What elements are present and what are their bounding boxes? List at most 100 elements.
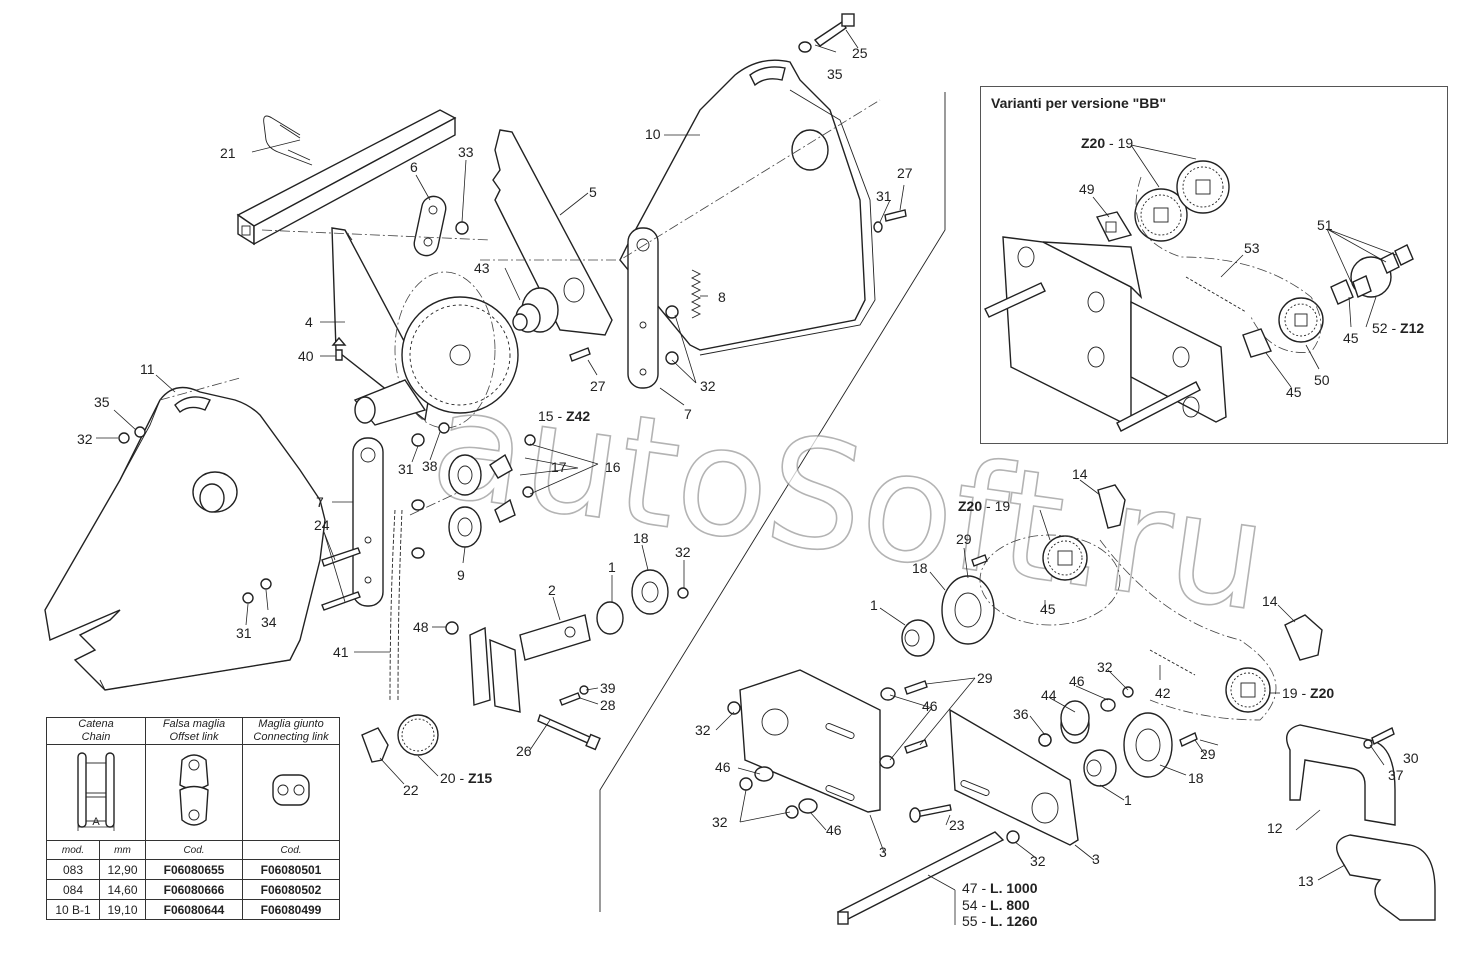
label-42: 42	[1155, 685, 1171, 701]
label-8: 8	[718, 289, 726, 305]
label-7a: 7	[684, 406, 692, 422]
bb-label-51: 51	[1317, 217, 1333, 233]
label-31c: 31	[236, 625, 252, 641]
label-3b: 3	[1092, 851, 1100, 867]
bb-label-53: 53	[1244, 240, 1260, 256]
label-1b: 1	[870, 597, 878, 613]
label-39: 39	[600, 680, 616, 696]
label-25: 25	[852, 45, 868, 61]
label-32e: 32	[695, 722, 711, 738]
chain-guide-22	[361, 727, 389, 763]
screw-30	[1371, 727, 1395, 745]
bracket-2	[469, 614, 591, 713]
table-row: 10 B-1 19,10 F06080644 F06080499	[46, 899, 340, 920]
link-plate-7-lower	[321, 437, 384, 611]
label-27b: 27	[590, 378, 606, 394]
label-32d: 32	[1097, 659, 1113, 675]
label-24: 24	[314, 517, 330, 533]
label-26: 26	[516, 743, 532, 759]
label-4: 4	[305, 314, 313, 330]
square-beam	[236, 109, 457, 246]
u-bolt	[263, 115, 313, 166]
label-44: 44	[1041, 687, 1057, 703]
bb-variants-panel: Varianti per versione "BB"	[980, 86, 1448, 444]
label-46d: 46	[826, 822, 842, 838]
label-16: 16	[605, 459, 621, 475]
label-13: 13	[1298, 873, 1314, 889]
label-5: 5	[589, 184, 597, 200]
nut-32a	[665, 305, 679, 319]
label-19-lower: 19 - Z20	[1282, 685, 1334, 701]
label-32c: 32	[675, 544, 691, 560]
bearing-flange-upper	[596, 569, 669, 635]
label-27: 27	[897, 165, 913, 181]
offset-link-illustration	[145, 744, 243, 841]
table-row: 083 12,90 F06080655 F06080501	[46, 859, 340, 880]
bb-variants-title: Varianti per versione "BB"	[991, 95, 1167, 111]
nut-32b	[665, 351, 679, 365]
roller-chain-41	[389, 509, 403, 701]
label-32a: 32	[700, 378, 716, 394]
label-41: 41	[333, 644, 349, 660]
dimension-a: A	[92, 816, 100, 828]
label-46c: 46	[715, 759, 731, 775]
label-35b: 35	[94, 394, 110, 410]
bb-variants-drawing: Z20 - 19 49 53 51 45 52 - Z12 50 45	[984, 135, 1424, 432]
label-18b: 18	[912, 560, 928, 576]
label-45: 45	[1040, 601, 1056, 617]
label-19-upper: Z20 - 19	[958, 498, 1010, 514]
chain-guide-14-lower	[1284, 614, 1323, 661]
label-7b: 7	[316, 494, 324, 510]
label-17: 17	[551, 459, 567, 475]
bolt-26	[537, 714, 593, 745]
chain-illustration: A	[46, 744, 146, 841]
label-9: 9	[457, 567, 465, 583]
label-32h: 32	[1030, 853, 1046, 869]
bolt-28	[559, 692, 581, 706]
bolt-27	[569, 347, 591, 362]
grease-nipple	[331, 336, 347, 361]
label-11: 11	[140, 361, 155, 377]
label-34: 34	[261, 614, 277, 630]
tensioner-rollers	[448, 453, 516, 548]
side-plate-3-right	[949, 708, 1079, 846]
label-40: 40	[298, 348, 314, 364]
sprocket-z42	[394, 271, 519, 429]
label-38: 38	[422, 458, 438, 474]
label-33: 33	[458, 144, 474, 160]
label-43: 43	[474, 260, 490, 276]
label-29a: 29	[956, 531, 972, 547]
label-18c: 18	[1188, 770, 1204, 786]
label-3a: 3	[879, 844, 887, 860]
sub-mm: mm	[98, 840, 147, 860]
spring-8	[690, 269, 702, 319]
bb-label-52: 52 - Z12	[1372, 320, 1424, 336]
label-10: 10	[645, 126, 661, 142]
link-plate-7-upper	[627, 227, 659, 389]
label-23: 23	[949, 817, 965, 833]
washer-35	[798, 41, 812, 53]
label-46b: 46	[922, 698, 938, 714]
label-6: 6	[410, 159, 418, 175]
label-32b: 32	[77, 431, 93, 447]
bolt-25	[813, 21, 847, 47]
connecting-link-illustration	[242, 744, 340, 841]
label-29b: 29	[977, 670, 993, 686]
clamp-13	[1336, 834, 1436, 921]
label-14b: 14	[1262, 593, 1278, 609]
label-35: 35	[827, 66, 843, 82]
sub-mod: mod.	[46, 840, 100, 860]
shaft-55-label: 55 - L. 1260	[962, 913, 1038, 929]
chain-guard-left	[44, 386, 326, 691]
nut-48	[445, 621, 459, 635]
table-row: 084 14,60 F06080666 F06080502	[46, 879, 340, 900]
sprocket-z20-lower	[1225, 667, 1271, 713]
label-37: 37	[1388, 767, 1404, 783]
label-32f: 32	[712, 814, 728, 830]
label-48: 48	[413, 619, 429, 635]
label-22: 22	[403, 782, 419, 798]
bb-label-45b: 45	[1286, 384, 1302, 400]
